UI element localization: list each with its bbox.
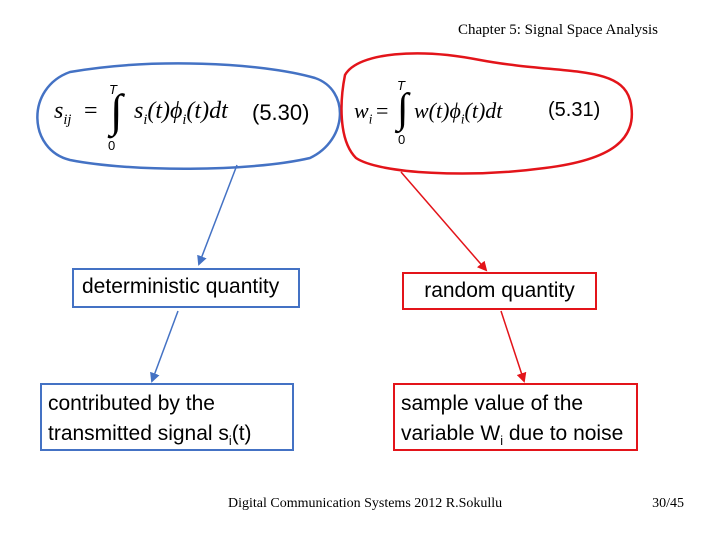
random-quantity-box: random quantity	[402, 272, 597, 310]
integral-sign: ∫	[397, 86, 409, 132]
equation-number: (5.30)	[252, 100, 310, 125]
red-outline-shape	[340, 52, 633, 175]
integrand: si(t)ϕi(t)dt	[134, 98, 228, 128]
eq-lhs-sub: ij	[63, 111, 72, 128]
contributed-signal-box: contributed by the transmitted signal si…	[40, 383, 294, 451]
eq-lhs: w	[354, 98, 369, 123]
eq-lhs-sub: i	[368, 111, 373, 127]
integral-sign: ∫	[110, 85, 123, 136]
equation-5-31: wi = ∫ T 0 w(t)ϕi(t)dt (5.31)	[354, 78, 601, 147]
slide-title: Chapter 5: Signal Space Analysis	[458, 22, 658, 38]
upper-limit: T	[397, 78, 405, 93]
deterministic-quantity-box: deterministic quantity	[72, 268, 300, 308]
sample-value-box: sample value of the variable Wi due to n…	[393, 383, 638, 451]
blue-arrow-2	[150, 310, 179, 383]
blue-ellipse-outline	[36, 62, 342, 170]
red-arrow-2	[500, 310, 527, 383]
upper-limit: T	[109, 82, 117, 97]
lower-limit: 0	[398, 132, 406, 147]
eq-lhs: s	[54, 98, 64, 124]
integrand: w(t)ϕi(t)dt	[414, 98, 503, 127]
footer-text: Digital Communication Systems 2012 R.Sok…	[228, 496, 503, 511]
equation-number: (5.31)	[548, 99, 601, 121]
red-arrow-1	[400, 171, 488, 272]
blue-arrow-1	[197, 164, 238, 266]
equation-5-30: sij = ∫ T 0 si(t)ϕi(t)dt (5.30)	[54, 82, 310, 153]
page-number: 30/45	[652, 496, 684, 511]
lower-limit: 0	[108, 138, 116, 153]
